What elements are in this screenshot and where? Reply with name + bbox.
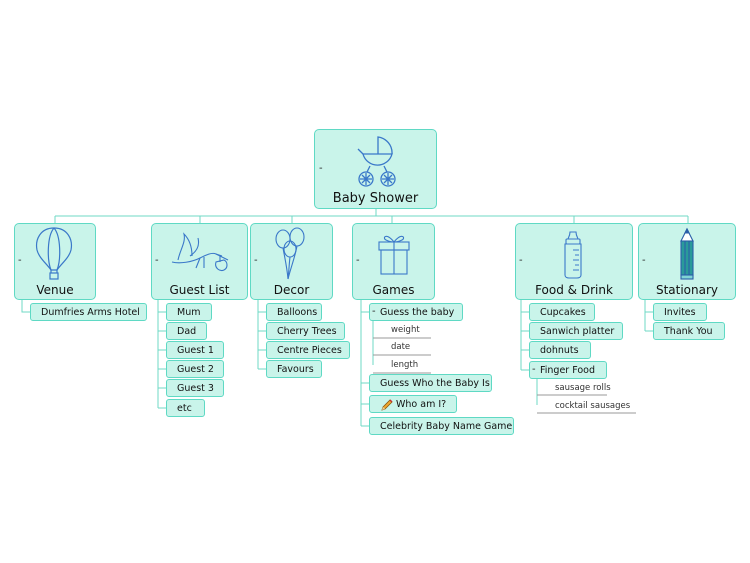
- list-item[interactable]: Dad: [166, 322, 207, 340]
- sub-item[interactable]: cocktail sausages: [555, 401, 631, 411]
- list-item[interactable]: Mum: [166, 303, 212, 321]
- stork-icon: [171, 232, 229, 272]
- list-item[interactable]: Cherry Trees: [266, 322, 345, 340]
- list-item-label: Who am I?: [396, 399, 447, 410]
- central-topic[interactable]: - Baby Shower: [314, 129, 437, 209]
- topic-games[interactable]: - Games: [352, 223, 435, 300]
- collapse-toggle[interactable]: -: [372, 306, 376, 317]
- list-item[interactable]: Guest 1: [166, 341, 224, 359]
- list-item[interactable]: Dumfries Arms Hotel: [30, 303, 147, 321]
- balloons-icon: [275, 227, 305, 280]
- list-item[interactable]: Celebrity Baby Name Game: [369, 417, 514, 435]
- collapse-toggle[interactable]: -: [642, 255, 646, 266]
- list-item[interactable]: Balloons: [266, 303, 322, 321]
- list-item[interactable]: etc: [166, 399, 205, 417]
- list-item[interactable]: Centre Pieces: [266, 341, 350, 359]
- pencil-icon: [680, 227, 694, 280]
- sub-item[interactable]: sausage rolls: [555, 383, 611, 393]
- collapse-toggle[interactable]: -: [18, 255, 22, 266]
- central-label: Baby Shower: [332, 191, 419, 206]
- list-item-who-am-i[interactable]: Who am I?: [369, 395, 457, 413]
- topic-label: Food & Drink: [535, 283, 613, 297]
- pencil-icon: [381, 399, 393, 411]
- list-item[interactable]: Favours: [266, 360, 322, 378]
- gift-icon: [378, 235, 410, 275]
- list-item-finger-food[interactable]: - Finger Food: [529, 361, 607, 379]
- topic-venue[interactable]: - Venue: [14, 223, 96, 300]
- hot-air-balloon-icon: [35, 227, 73, 280]
- topic-label: Venue: [36, 283, 74, 297]
- topic-decor[interactable]: - Decor: [250, 223, 333, 300]
- topic-food-drink[interactable]: - Food & Drink: [515, 223, 633, 300]
- stroller-icon: [357, 136, 396, 187]
- list-item-label: Guess the baby: [380, 307, 455, 318]
- topic-stationary[interactable]: - Stationary: [638, 223, 736, 300]
- list-item[interactable]: dohnuts: [529, 341, 591, 359]
- sub-item[interactable]: date: [391, 342, 411, 352]
- list-item[interactable]: Guest 2: [166, 360, 224, 378]
- topic-label: Stationary: [655, 283, 719, 297]
- sub-item[interactable]: length: [391, 360, 419, 370]
- topic-label: Games: [372, 283, 415, 297]
- list-item[interactable]: Cupcakes: [529, 303, 595, 321]
- list-item[interactable]: Sanwich platter: [529, 322, 623, 340]
- list-item[interactable]: Thank You: [653, 322, 725, 340]
- list-item-label: Finger Food: [540, 365, 596, 376]
- topic-label: Guest List: [169, 283, 230, 297]
- collapse-toggle[interactable]: -: [155, 255, 159, 266]
- collapse-toggle[interactable]: -: [319, 163, 323, 174]
- topic-label: Decor: [273, 283, 310, 297]
- collapse-toggle[interactable]: -: [519, 255, 523, 266]
- list-item[interactable]: Invites: [653, 303, 707, 321]
- topic-guest-list[interactable]: - Guest List: [151, 223, 248, 300]
- collapse-toggle[interactable]: -: [356, 255, 360, 266]
- list-item-guess-the-baby[interactable]: - Guess the baby: [369, 303, 463, 321]
- list-item[interactable]: Guest 3: [166, 379, 224, 397]
- list-item[interactable]: Guess Who the Baby Is: [369, 374, 492, 392]
- collapse-toggle[interactable]: -: [254, 255, 258, 266]
- baby-bottle-icon: [564, 231, 582, 279]
- collapse-toggle[interactable]: -: [532, 364, 536, 375]
- sub-item[interactable]: weight: [391, 325, 420, 335]
